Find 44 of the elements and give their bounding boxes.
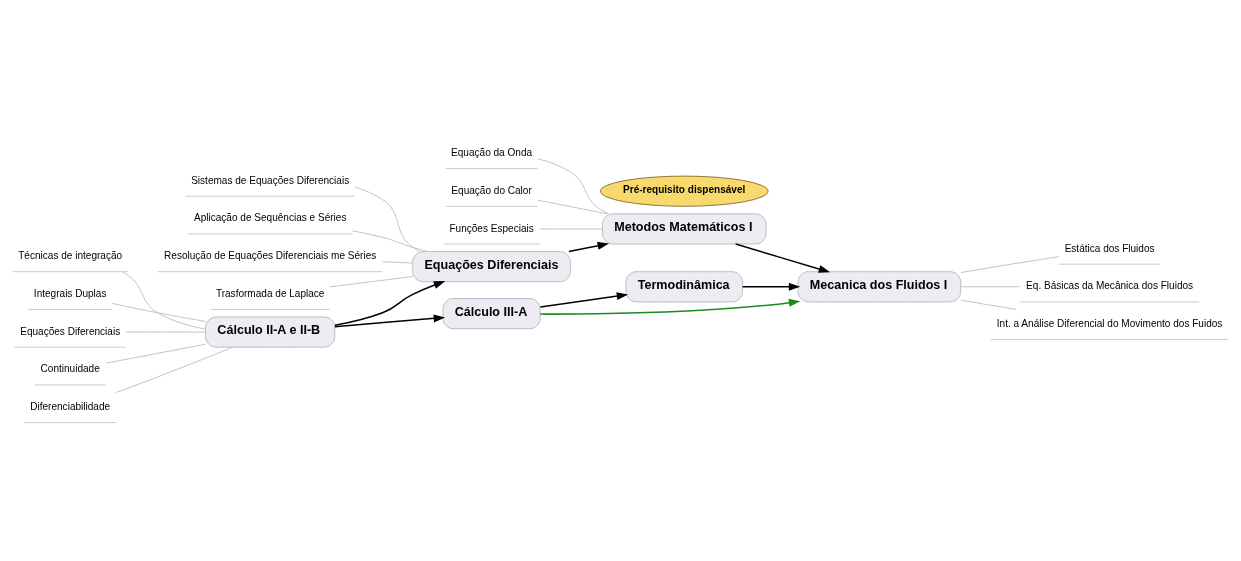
arrow	[334, 281, 446, 327]
node-text: Funções Especiais	[449, 222, 534, 234]
arrow	[539, 292, 629, 308]
arrow	[741, 282, 801, 291]
connector	[960, 256, 1060, 273]
arrow	[539, 298, 801, 315]
connector	[329, 276, 414, 288]
arrow	[568, 241, 610, 253]
node-ellipse: Pré-requisito dispensável	[600, 175, 769, 207]
node-box: Mecanica dos Fluidos I	[797, 271, 962, 303]
node-box: Cálculo III-A	[442, 298, 541, 330]
node-text: Trasformada de Laplace	[215, 287, 325, 299]
connector	[382, 261, 414, 264]
connector	[105, 343, 206, 364]
node-text: Aplicação de Sequências e Séries	[193, 212, 347, 224]
arrow	[334, 314, 446, 328]
node-box: Equações Diferenciais	[412, 251, 571, 283]
node-box: Termodinâmica	[625, 271, 743, 303]
node-box: Cálculo II-A e II-B	[205, 316, 336, 348]
node-text: Int. a Análise Diferencial do Movimento dos Fuidos	[996, 318, 1223, 330]
connector	[115, 346, 233, 393]
node-text: Sistemas de Equações Diferenciais	[191, 174, 350, 186]
node-box: Metodos Matemáticos I	[602, 213, 767, 245]
node-text: Diferenciabilidade	[30, 401, 111, 413]
node-text: Equações Diferenciais	[20, 325, 121, 337]
node-text: Continuidade	[40, 363, 100, 375]
connector	[111, 303, 206, 322]
connector	[960, 299, 1017, 310]
arrow	[734, 243, 831, 273]
node-text: Integrais Duplas	[33, 287, 107, 299]
node-text: Técnicas de integração	[18, 250, 123, 262]
node-text: Equação da Onda	[451, 147, 533, 159]
connector	[125, 331, 206, 333]
connector	[960, 286, 1021, 288]
connector	[536, 158, 609, 215]
node-text: Estática dos Fluidos	[1064, 242, 1155, 254]
connector	[537, 199, 608, 215]
node-text: Resolução de Equações Diferenciais me Séries	[164, 250, 377, 262]
node-text: Eq. Básicas da Mecânica dos Fluidos	[1026, 280, 1194, 292]
connector	[354, 186, 420, 252]
connector	[539, 228, 603, 230]
connector	[121, 271, 206, 330]
node-text: Equação do Calor	[451, 184, 532, 196]
connector	[352, 230, 429, 252]
